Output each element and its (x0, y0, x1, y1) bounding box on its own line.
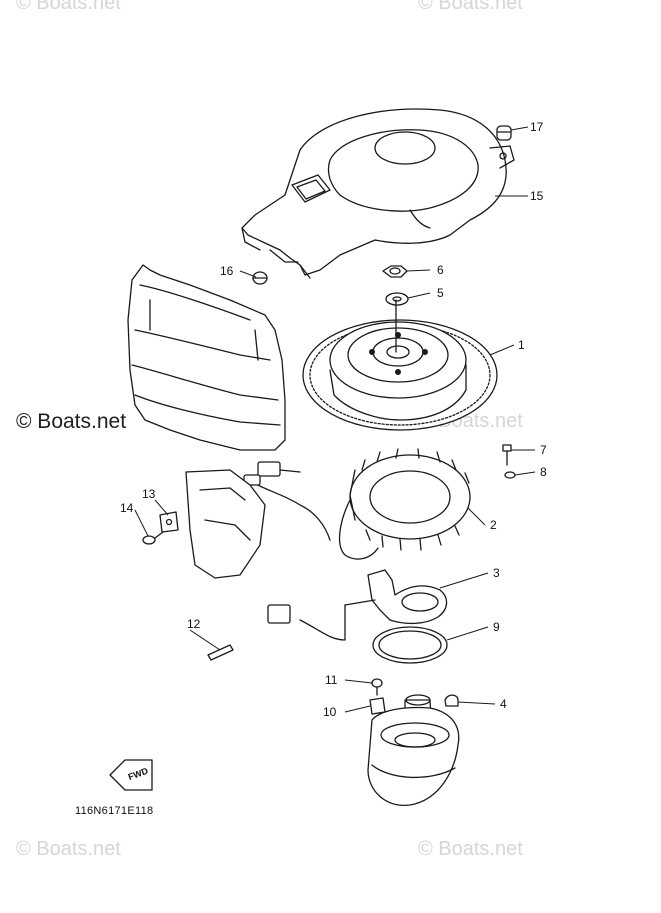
callout-10: 10 (323, 705, 337, 719)
callout-9: 9 (493, 620, 500, 634)
callout-8: 8 (540, 465, 547, 479)
watermark-center-left: © Boats.net (16, 410, 127, 433)
rotor-base-assembly (367, 694, 460, 806)
watermark-bottom-right: © Boats.net (418, 838, 523, 860)
ground-bracket-part[interactable] (159, 511, 179, 533)
callout-1: 1 (518, 338, 525, 352)
callout-17: 17 (530, 120, 544, 134)
flywheel-cover-part[interactable] (241, 108, 515, 279)
callout-12: 12 (187, 617, 201, 631)
stator-washer-part[interactable] (504, 471, 516, 479)
o-ring-part[interactable] (372, 626, 448, 664)
callout-15: 15 (530, 189, 544, 203)
watermark-bottom-left: © Boats.net (16, 838, 121, 860)
diagram-code: 116N6171E118 (75, 805, 154, 817)
bracket-screw-part[interactable] (142, 531, 164, 545)
watermark-top-right: © Boats.net (418, 0, 523, 14)
callout-4: 4 (500, 697, 507, 711)
callout-11: 11 (325, 673, 338, 687)
stator-bolt-part[interactable] (502, 444, 512, 466)
callout-6: 6 (437, 263, 444, 277)
callout-3: 3 (493, 566, 500, 580)
callout-14: 14 (120, 501, 134, 515)
fwd-arrow (109, 759, 153, 791)
flywheel-part[interactable] (302, 299, 498, 431)
wiring-harness (185, 461, 331, 579)
cover-nut-part[interactable] (252, 271, 268, 285)
flywheel-nut-part[interactable] (382, 265, 408, 278)
grommet-part[interactable] (496, 125, 512, 141)
rotor-plate-part[interactable] (369, 697, 386, 715)
pin-part[interactable] (207, 644, 234, 661)
callout-13: 13 (142, 487, 156, 501)
callout-7: 7 (540, 443, 547, 457)
rotor-screw-part[interactable] (371, 678, 383, 696)
stator-coil-part[interactable] (338, 448, 471, 560)
callout-16: 16 (220, 264, 234, 278)
woodruff-key-part[interactable] (444, 694, 459, 707)
flywheel-washer-part[interactable] (385, 292, 409, 306)
callout-5: 5 (437, 286, 444, 300)
engine-block-background (127, 264, 286, 451)
pulser-coil-part[interactable] (267, 569, 448, 641)
callout-2: 2 (490, 518, 497, 532)
watermark-top-left: © Boats.net (16, 0, 121, 14)
leader-lines (134, 126, 536, 713)
